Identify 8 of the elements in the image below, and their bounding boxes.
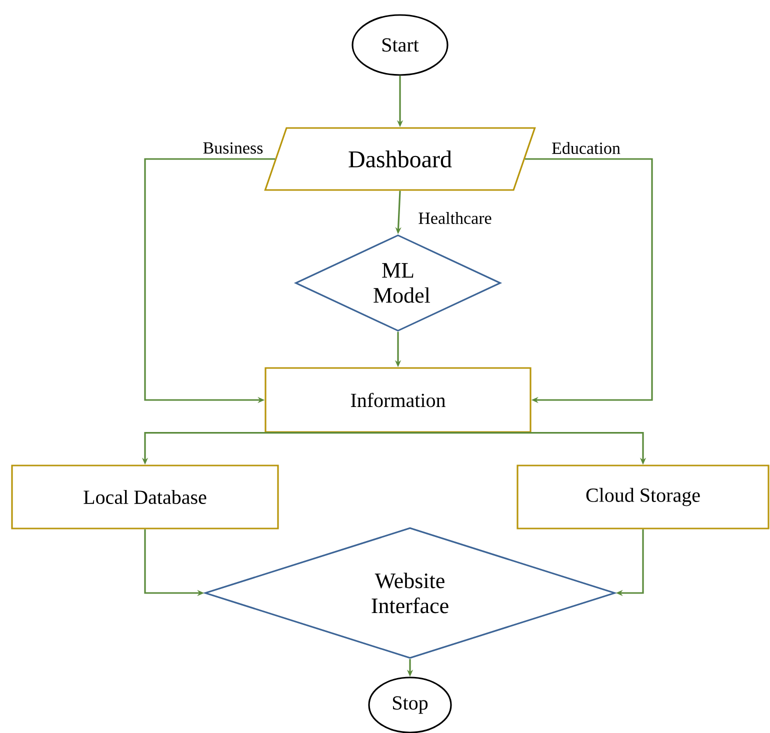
process-box: Local Database — [11, 464, 279, 530]
arrow — [525, 158, 653, 404]
process-box: Cloud Storage — [516, 464, 770, 530]
edge-label: Healthcare — [418, 212, 492, 224]
input-parallelogram: Dashboard — [264, 127, 536, 191]
edge-label: Education — [552, 142, 620, 154]
edge-label: Business — [203, 142, 263, 154]
process-box: Information — [264, 367, 532, 433]
